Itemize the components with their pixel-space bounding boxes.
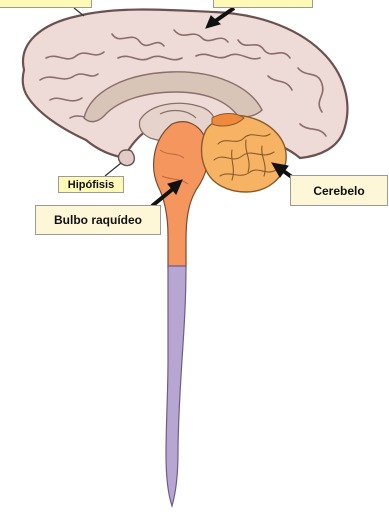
label-box-top-right [213, 0, 313, 8]
label-cerebelo: Cerebelo [290, 175, 388, 206]
label-bulbo-raquideo: Bulbo raquídeo [35, 205, 161, 235]
spinal-cord [166, 266, 186, 506]
label-box-top-left [0, 0, 92, 8]
brainstem [154, 122, 209, 268]
label-hipofisis: Hipófisis [58, 176, 124, 193]
